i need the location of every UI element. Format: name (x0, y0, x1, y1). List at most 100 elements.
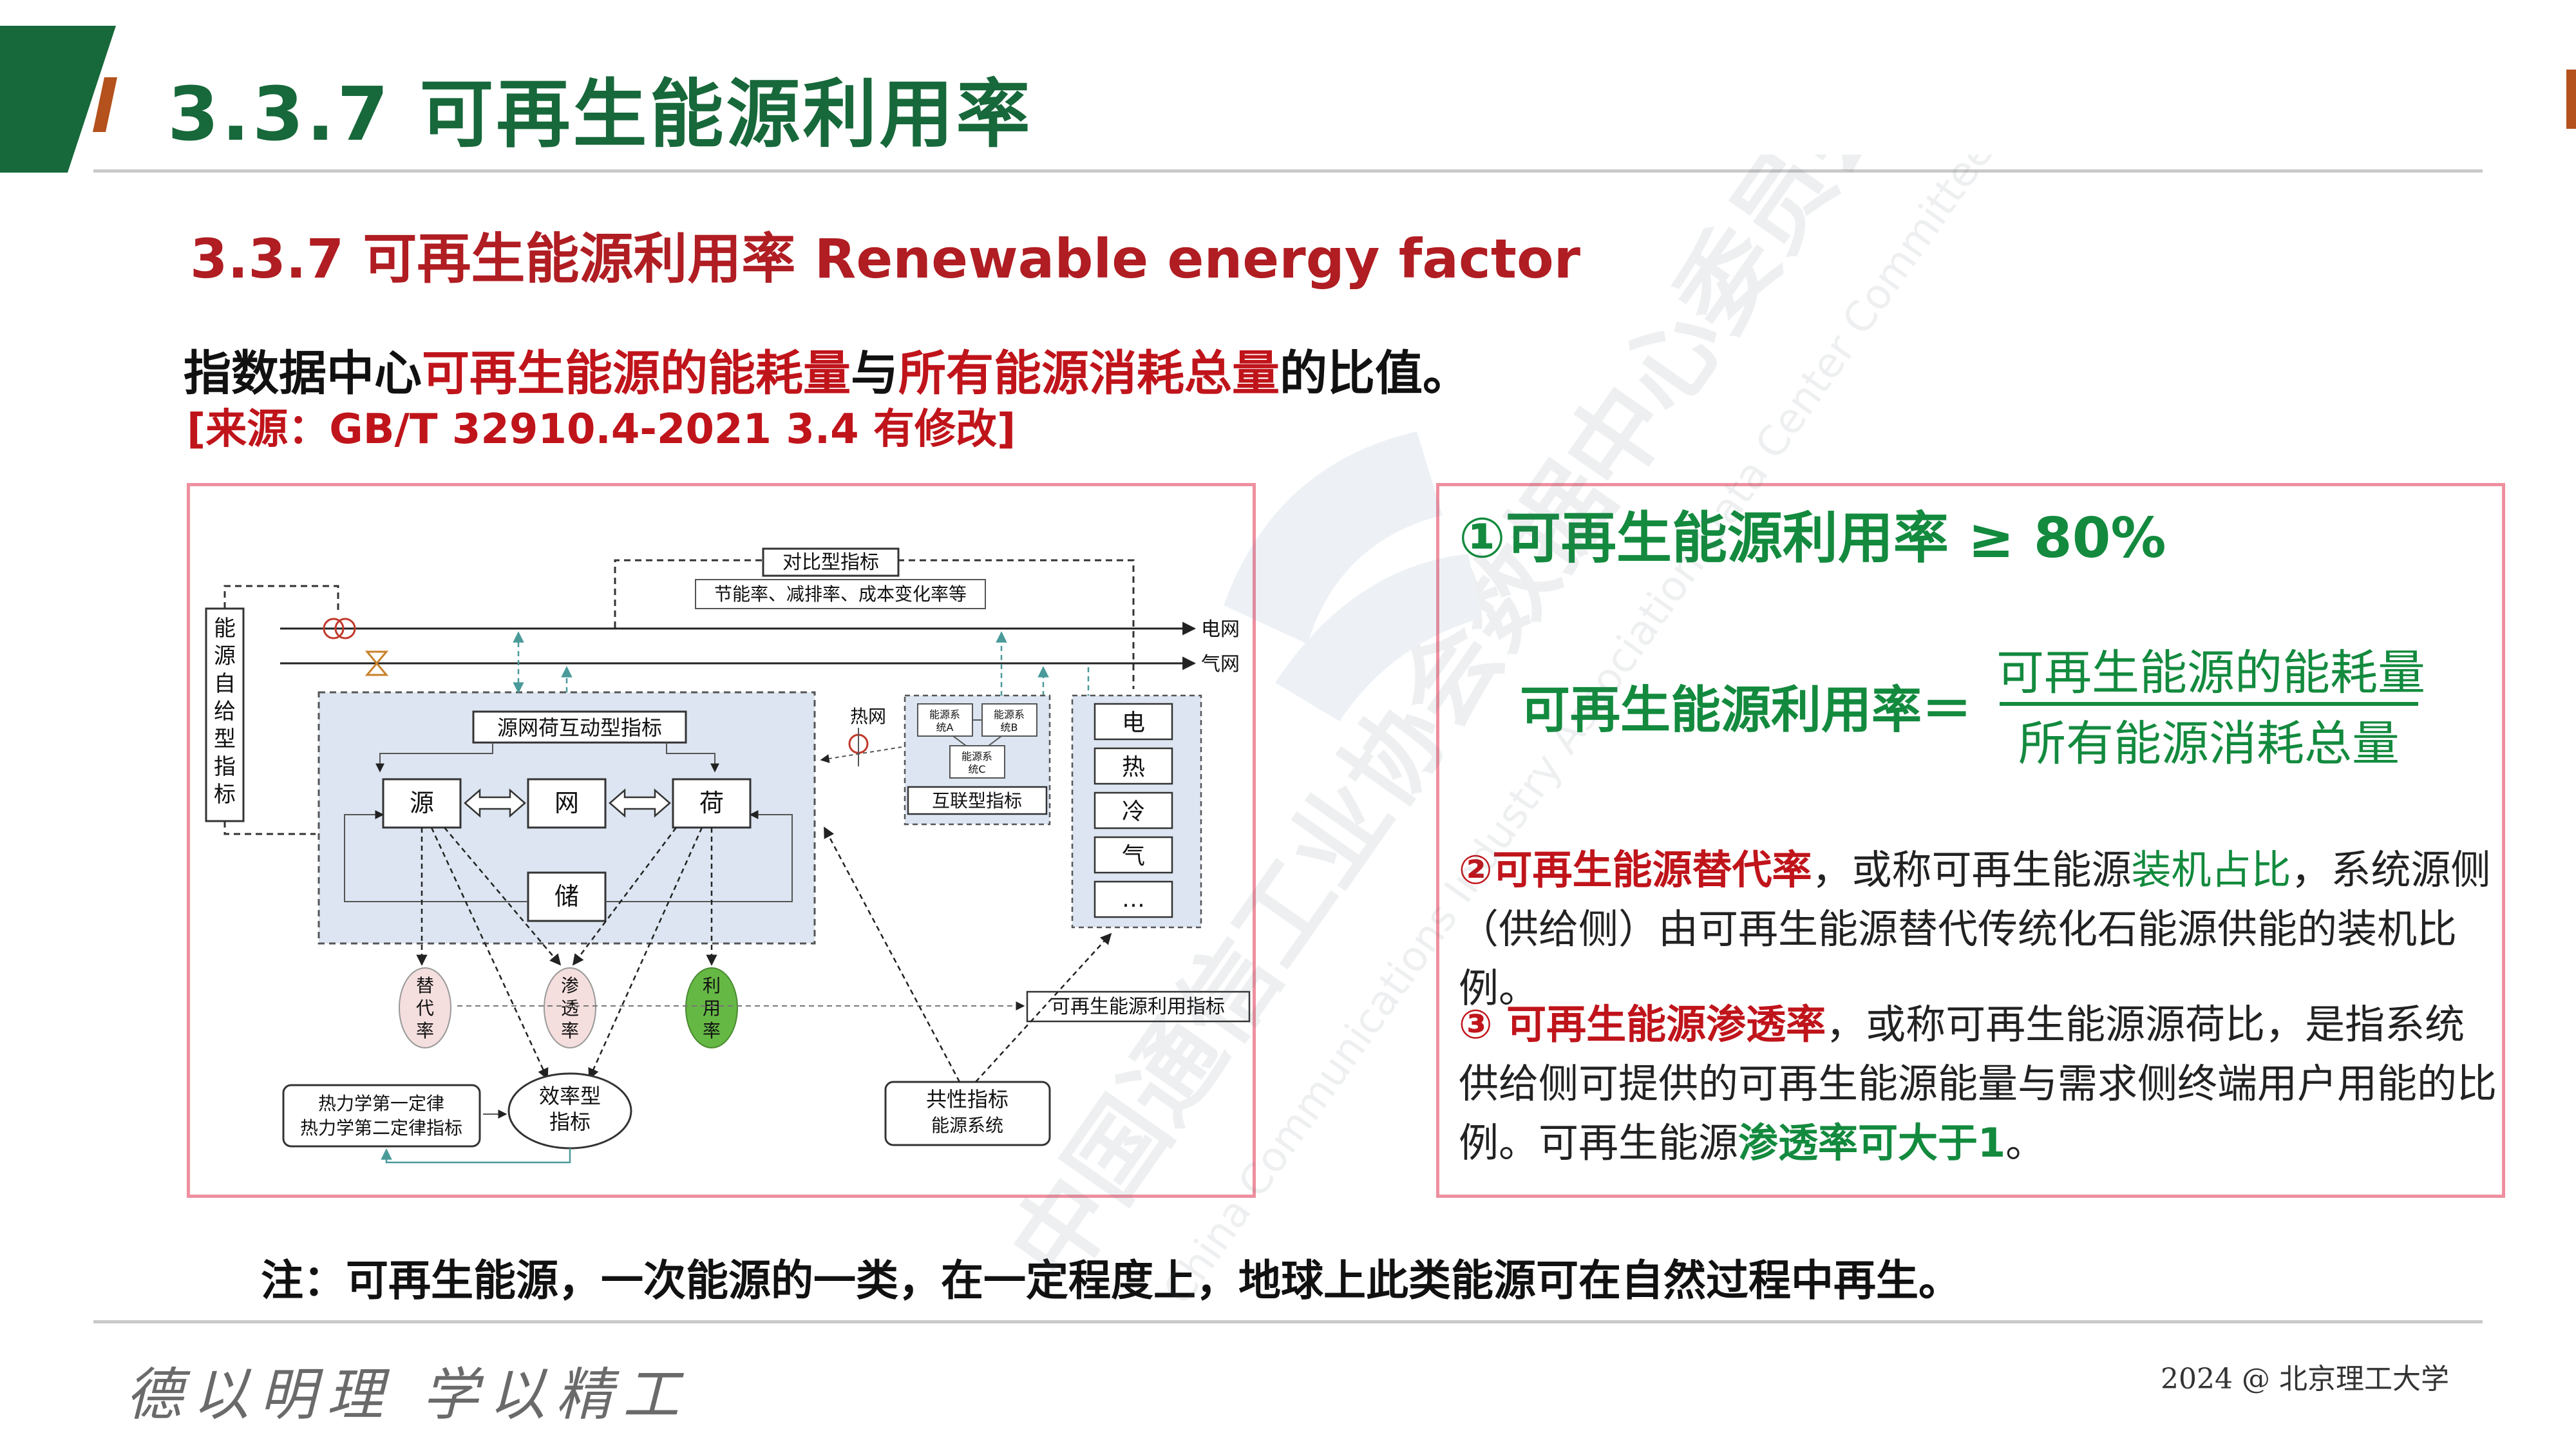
formula-left: 可再生能源利用率＝ (1520, 681, 1973, 739)
page-title: 3.3.7 可再生能源利用率 (167, 71, 1033, 158)
svg-text:能源系: 能源系 (929, 708, 960, 721)
common-box (884, 1081, 1051, 1146)
ellipse-substitution (399, 967, 451, 1048)
paragraph-text: 。 (2005, 1119, 2046, 1166)
self-sufficient-box (205, 607, 245, 822)
definition-highlight: 可再生能源的能耗量 (422, 346, 851, 401)
definition-line: 指数据中心可再生能源的能耗量与所有能源消耗总量的比值。 (184, 335, 1470, 404)
penetration-rate-paragraph: ③ 可再生能源渗透率，或称可再生能源源荷比，是指系统供给侧可提供的可再生能源能量… (1459, 995, 2502, 1173)
node-load-label: 荷 (699, 789, 724, 817)
definition-part: 指数据中心 (184, 346, 422, 401)
node-load (672, 778, 752, 829)
paragraph-text: ，系统源侧（供给侧）由可再生能源替代传统化石能源供能的装机比例。 (1459, 846, 2491, 1012)
svg-text:统B: 统B (1001, 721, 1018, 734)
svg-text:能源系: 能源系 (961, 750, 992, 762)
renewable-indicator-label: 可再生能源利用指标 (1051, 996, 1225, 1018)
ellipse-utilization (685, 967, 738, 1048)
definition-highlight: 所有能源消耗总量 (898, 346, 1280, 401)
comparative-frame-line (614, 559, 1135, 689)
svg-text:能源系: 能源系 (994, 708, 1025, 721)
paragraph-text: ，或称可再生能源源荷比，是指系统供给侧可提供的可再生能源能量与需求侧终端用户用能… (1459, 1001, 2497, 1166)
paragraph-text: ，或称可再生能源 (1812, 846, 2132, 893)
svg-text:替: 替 (416, 975, 434, 996)
header-divider (93, 169, 2483, 173)
svg-text:率: 率 (416, 1020, 434, 1041)
comparative-sub: 节能率、减排率、成本变化率等 (714, 583, 967, 605)
common-line2: 能源系统 (931, 1115, 1003, 1136)
svg-text:指: 指 (214, 754, 236, 780)
svg-text:自: 自 (214, 671, 236, 697)
footnote: 注：可再生能源，一次能源的一类，在一定程度上，地球上此类能源可在自然过程中再生。 (261, 1256, 1961, 1305)
svg-text:率: 率 (703, 1020, 721, 1041)
definition-part: 与 (851, 346, 898, 401)
header-orange-slash (93, 77, 117, 132)
svg-text:用: 用 (703, 998, 721, 1019)
svg-text:给: 给 (214, 699, 236, 724)
node-source (382, 778, 462, 829)
header-bar (0, 26, 2576, 173)
comparative-sub-box (695, 579, 986, 609)
form-more: … (1122, 886, 1145, 913)
node-grid-label: 网 (554, 789, 579, 817)
svg-text:透: 透 (561, 998, 579, 1019)
grid-power-label: 电网 (1201, 618, 1240, 641)
svg-text:利: 利 (703, 975, 721, 996)
svg-text:能: 能 (214, 616, 236, 641)
thermo-line1: 热力学第一定律 (318, 1093, 444, 1114)
source-citation: [来源：GB/T 32910.4-2021 3.4 有修改] (187, 406, 1016, 453)
subsystem-c (949, 745, 1005, 779)
thermo-box (282, 1084, 481, 1148)
common-line1: 共性指标 (926, 1087, 1009, 1112)
subsystem-b (981, 703, 1037, 737)
subsystem-a (917, 703, 973, 737)
footer-divider (93, 1320, 2483, 1323)
substitution-rate-paragraph: ②可再生能源替代率，或称可再生能源装机占比，系统源侧（供给侧）由可再生能源替代传… (1459, 840, 2502, 1018)
interaction-label-box (472, 710, 687, 744)
paragraph-highlight: 装机占比 (2131, 846, 2291, 893)
penetration-rate-heading: ③ 可再生能源渗透率 (1459, 1001, 1826, 1048)
comparative-label: 对比型指标 (782, 551, 879, 574)
formula-fraction-bar (2000, 702, 2418, 706)
interconnect-label-box (907, 786, 1048, 815)
energy-indicator-diagram: 对比型指标 节能率、减排率、成本变化率等 能 源 自 给 型 指 标 电网 气网… (205, 547, 1251, 1164)
svg-text:渗: 渗 (561, 975, 579, 996)
section-subtitle: 3.3.7 可再生能源利用率 Renewable energy factor (190, 227, 1581, 290)
heat-net-label: 热网 (850, 706, 886, 727)
target-title: ①可再生能源利用率 ≥ 80% (1459, 506, 2166, 571)
node-grid (527, 778, 607, 829)
svg-text:统C: 统C (968, 763, 985, 775)
definition-part: 的比值。 (1280, 346, 1470, 401)
svg-text:代: 代 (416, 998, 434, 1019)
efficiency-line2: 指标 (549, 1110, 591, 1134)
diagram-frame (187, 483, 1256, 1198)
ellipse-penetration (544, 967, 596, 1048)
svg-text:源: 源 (214, 643, 236, 669)
node-storage (527, 871, 607, 922)
formula-numerator: 可再生能源的能耗量 (1996, 645, 2425, 701)
university-motto: 德以明理 学以精工 (126, 1361, 690, 1428)
header-right-marker (2566, 70, 2576, 129)
grid-gas-label: 气网 (1201, 653, 1240, 676)
explanation-frame (1436, 483, 2505, 1198)
svg-text:型: 型 (214, 726, 236, 752)
node-storage-label: 储 (554, 882, 579, 911)
interconnect-label: 互联型指标 (932, 790, 1022, 811)
svg-text:标: 标 (214, 782, 236, 808)
svg-text:率: 率 (561, 1020, 579, 1041)
interaction-label: 源网荷互动型指标 (497, 715, 662, 740)
renewable-indicator-box (1026, 990, 1251, 1023)
form-gas: 气 (1122, 843, 1145, 869)
self-sufficient-label: 能 源 自 给 型 指 标 (214, 616, 236, 808)
header-green-block (0, 26, 116, 173)
form-electric: 电 (1122, 710, 1145, 736)
form-cold: 冷 (1122, 799, 1145, 825)
paragraph-highlight: 渗透率可大于1 (1738, 1119, 2006, 1166)
form-heat: 热 (1122, 754, 1145, 781)
copyright-text: 2024 @ 北京理工大学 (2161, 1363, 2449, 1396)
svg-text:统A: 统A (936, 721, 954, 734)
efficiency-line1: 效率型 (539, 1084, 601, 1108)
substitution-rate-heading: ②可再生能源替代率 (1459, 846, 1812, 893)
formula-denominator: 所有能源消耗总量 (2018, 716, 2400, 772)
node-source-label: 源 (410, 789, 434, 817)
comparative-label-box (762, 547, 900, 577)
